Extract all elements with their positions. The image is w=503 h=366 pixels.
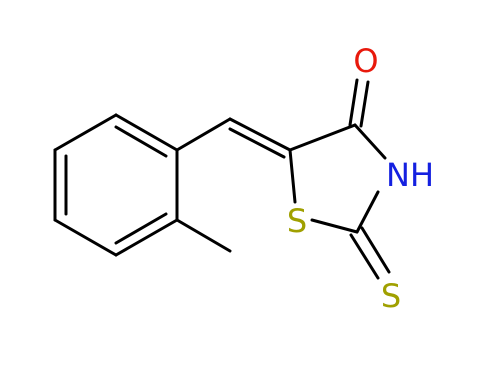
double-bond-inner	[114, 125, 168, 158]
thione-sulfur-atom-label: S	[381, 277, 401, 315]
bond	[114, 113, 179, 152]
ring-sulfur-atom-label: S	[287, 202, 307, 240]
thione-double-bond	[360, 226, 391, 274]
methyl-bond	[175, 218, 232, 253]
exocyclic-double-bond	[228, 127, 286, 159]
exocyclic-double-bond	[228, 117, 292, 152]
thione-double-bond	[349, 233, 380, 280]
bond	[353, 123, 387, 160]
bond	[288, 148, 297, 204]
thiazolidine-ring	[288, 123, 387, 234]
bond	[288, 123, 357, 152]
bond	[310, 218, 359, 234]
oxygen-atom-label: O	[353, 42, 378, 80]
carbonyl-double-bond	[359, 80, 370, 128]
ring-to-methylidene-bond	[175, 117, 232, 152]
bond	[53, 218, 118, 257]
nitrogen-atom-label: NH	[386, 156, 434, 194]
bond	[114, 218, 179, 257]
double-bond-inner	[114, 212, 168, 245]
bond	[53, 113, 118, 152]
bond	[355, 190, 380, 234]
benzene-ring	[53, 113, 179, 257]
carbonyl-double-bond	[348, 78, 359, 127]
